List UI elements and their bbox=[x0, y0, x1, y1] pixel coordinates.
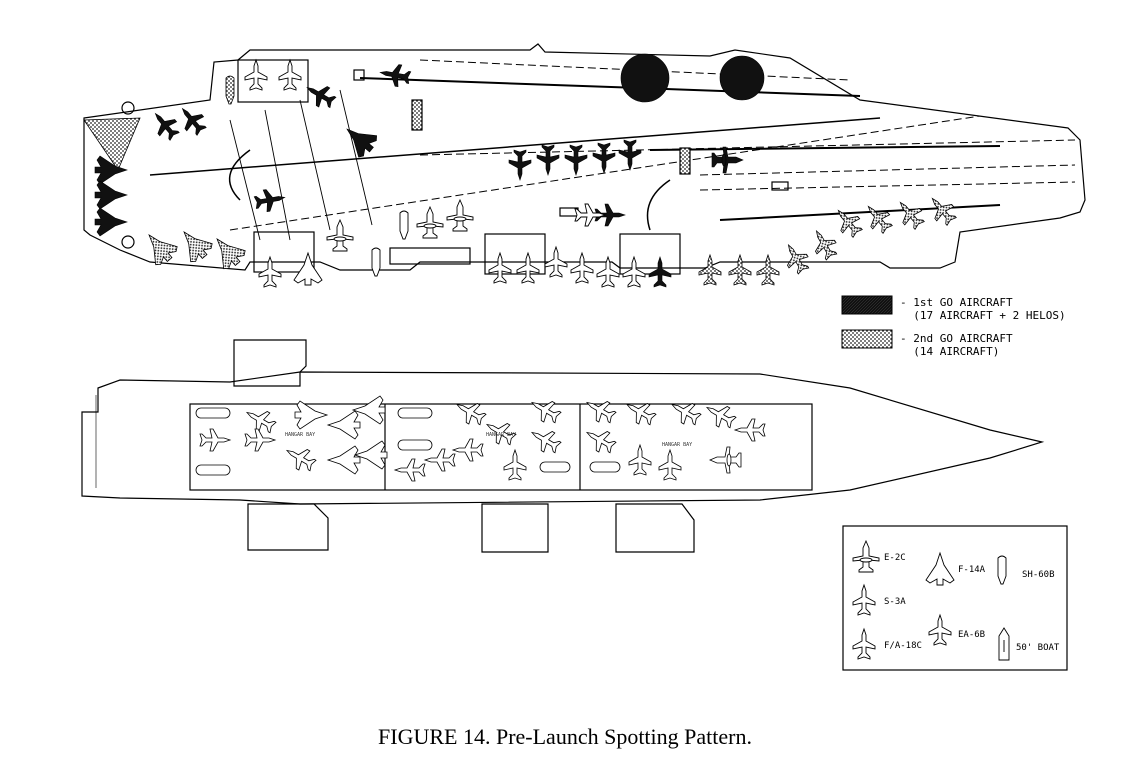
hangar-deck bbox=[81, 339, 1045, 553]
flight-deck-outline bbox=[83, 43, 1086, 271]
key-sh60b-icon bbox=[997, 555, 1007, 585]
flight-deck-parked-aircraft bbox=[244, 59, 646, 288]
flight-deck-second-go-aircraft bbox=[83, 75, 961, 286]
key-fa18c-label: F/A-18C bbox=[884, 641, 922, 651]
flight-deck-first-go-aircraft bbox=[94, 53, 765, 288]
hangar-bay-label: HANGAR BAY bbox=[285, 432, 316, 438]
legend-first-go-swatch bbox=[841, 295, 893, 315]
key-f14a-label: F-14A bbox=[958, 565, 986, 575]
legend-swatches bbox=[841, 295, 893, 349]
key-s3a-label: S-3A bbox=[884, 597, 906, 607]
figure-caption: FIGURE 14. Pre-Launch Spotting Pattern. bbox=[378, 724, 752, 749]
aircraft-key bbox=[842, 525, 1068, 671]
key-boat-label: 50' BOAT bbox=[1016, 643, 1060, 653]
legend-second-go-swatch bbox=[841, 329, 893, 349]
hangar-bay-label: HANGAR BAY bbox=[662, 442, 693, 448]
hangar-deck-aircraft bbox=[195, 392, 766, 482]
hangar-deck-outline bbox=[81, 371, 1045, 505]
key-ea6b-label: EA-6B bbox=[958, 630, 986, 640]
hangar-bay-label: HANGAR BAY bbox=[486, 432, 517, 438]
key-e2c-label: E-2C bbox=[884, 553, 906, 563]
aircraft-key-box bbox=[842, 525, 1068, 671]
key-boat-icon bbox=[998, 627, 1010, 661]
legend-second-go-label: - 2nd GO AIRCRAFT (14 AIRCRAFT) bbox=[900, 332, 1013, 358]
legend-first-go-label: - 1st GO AIRCRAFT (17 AIRCRAFT + 2 HELOS… bbox=[900, 296, 1066, 322]
key-sh60b-label: SH-60B bbox=[1022, 570, 1055, 580]
